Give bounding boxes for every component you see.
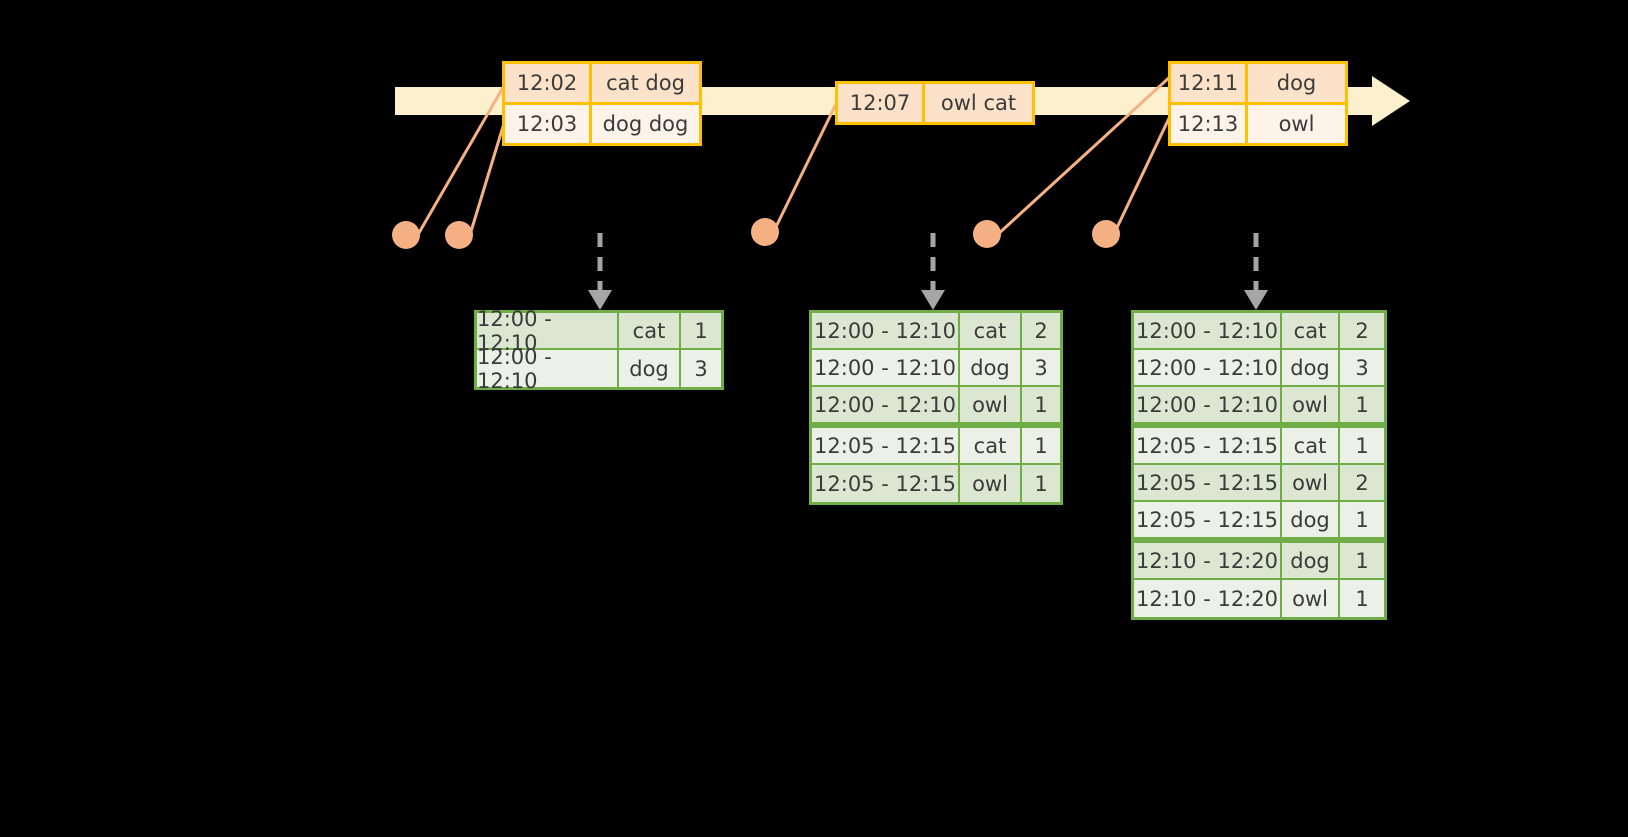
connector-dot-12-11 bbox=[973, 220, 1001, 248]
cell-word: cat bbox=[1282, 313, 1340, 350]
dashed-arrow-heads bbox=[588, 290, 1268, 310]
cell-word: cat bbox=[619, 313, 681, 350]
cell-count: 1 bbox=[1340, 543, 1384, 580]
event-words: dog dog bbox=[589, 105, 699, 143]
cell-window: 12:05 - 12:15 bbox=[812, 428, 960, 465]
dashed-arrowhead-icon-2 bbox=[921, 290, 945, 310]
event-words: dog bbox=[1245, 64, 1345, 102]
cell-count: 3 bbox=[1340, 350, 1384, 387]
connector-line-12-03 bbox=[467, 119, 507, 239]
event-row: 12:02 cat dog bbox=[505, 64, 699, 102]
dashed-arrowhead-icon-3 bbox=[1244, 290, 1268, 310]
event-box-1: 12:02 cat dog 12:03 dog dog bbox=[502, 61, 702, 146]
cell-count: 2 bbox=[1340, 465, 1384, 502]
cell-count: 1 bbox=[1022, 465, 1060, 502]
event-words: owl cat bbox=[922, 84, 1032, 122]
cell-word: owl bbox=[1282, 580, 1340, 617]
cell-window: 12:05 - 12:15 bbox=[812, 465, 960, 502]
event-time: 12:07 bbox=[838, 84, 922, 122]
timeline-arrowhead-icon bbox=[1372, 76, 1410, 126]
connector-line-12-07 bbox=[770, 99, 840, 236]
connector-line-12-13 bbox=[1111, 111, 1174, 237]
cell-count: 3 bbox=[681, 350, 721, 387]
cell-word: cat bbox=[960, 428, 1022, 465]
cell-count: 1 bbox=[1340, 387, 1384, 424]
cell-word: dog bbox=[1282, 350, 1340, 387]
event-time: 12:11 bbox=[1171, 64, 1245, 102]
cell-window: 12:00 - 12:10 bbox=[1134, 350, 1282, 387]
cell-window: 12:00 - 12:10 bbox=[812, 387, 960, 424]
cell-word: dog bbox=[1282, 502, 1340, 539]
cell-word: dog bbox=[619, 350, 681, 387]
cell-count: 1 bbox=[681, 313, 721, 350]
event-row: 12:13 owl bbox=[1171, 102, 1345, 143]
event-box-2: 12:07 owl cat bbox=[835, 81, 1035, 125]
cell-count: 1 bbox=[1340, 502, 1384, 539]
event-words: owl bbox=[1245, 105, 1345, 143]
event-time: 12:13 bbox=[1171, 105, 1245, 143]
event-row: 12:11 dog bbox=[1171, 64, 1345, 102]
cell-count: 1 bbox=[1340, 580, 1384, 617]
event-time: 12:02 bbox=[505, 64, 589, 102]
event-row: 12:07 owl cat bbox=[838, 84, 1032, 122]
cell-window: 12:00 - 12:10 bbox=[1134, 387, 1282, 424]
cell-count: 2 bbox=[1022, 313, 1060, 350]
cell-word: dog bbox=[960, 350, 1022, 387]
cell-word: cat bbox=[960, 313, 1022, 350]
cell-word: owl bbox=[960, 465, 1022, 502]
event-words: cat dog bbox=[589, 64, 699, 102]
connector-dot-12-02 bbox=[392, 221, 420, 249]
cell-window: 12:00 - 12:10 bbox=[812, 313, 960, 350]
cell-window: 12:00 - 12:10 bbox=[1134, 313, 1282, 350]
dashed-arrow-lines bbox=[597, 233, 1259, 292]
cell-word: owl bbox=[960, 387, 1022, 424]
connector-dot-12-13 bbox=[1092, 220, 1120, 248]
cell-window: 12:00 - 12:10 bbox=[477, 345, 619, 393]
cell-word: owl bbox=[1282, 465, 1340, 502]
cell-window: 12:00 - 12:10 bbox=[812, 350, 960, 387]
cell-count: 1 bbox=[1022, 428, 1060, 465]
event-time: 12:03 bbox=[505, 105, 589, 143]
cell-window: 12:05 - 12:15 bbox=[1134, 502, 1282, 539]
cell-count: 1 bbox=[1340, 428, 1384, 465]
cell-window: 12:05 - 12:15 bbox=[1134, 428, 1282, 465]
cell-count: 2 bbox=[1340, 313, 1384, 350]
cell-count: 3 bbox=[1022, 350, 1060, 387]
cell-window: 12:10 - 12:20 bbox=[1134, 580, 1282, 617]
connector-dot-12-07 bbox=[751, 218, 779, 246]
connector-dot-12-03 bbox=[445, 221, 473, 249]
cell-count: 1 bbox=[1022, 387, 1060, 424]
cell-word: cat bbox=[1282, 428, 1340, 465]
event-row: 12:03 dog dog bbox=[505, 102, 699, 143]
cell-window: 12:10 - 12:20 bbox=[1134, 543, 1282, 580]
cell-window: 12:05 - 12:15 bbox=[1134, 465, 1282, 502]
cell-word: dog bbox=[1282, 543, 1340, 580]
cell-word: owl bbox=[1282, 387, 1340, 424]
cell-window: 12:00 - 12:10 bbox=[477, 307, 619, 355]
event-box-3: 12:11 dog 12:13 owl bbox=[1168, 61, 1348, 146]
